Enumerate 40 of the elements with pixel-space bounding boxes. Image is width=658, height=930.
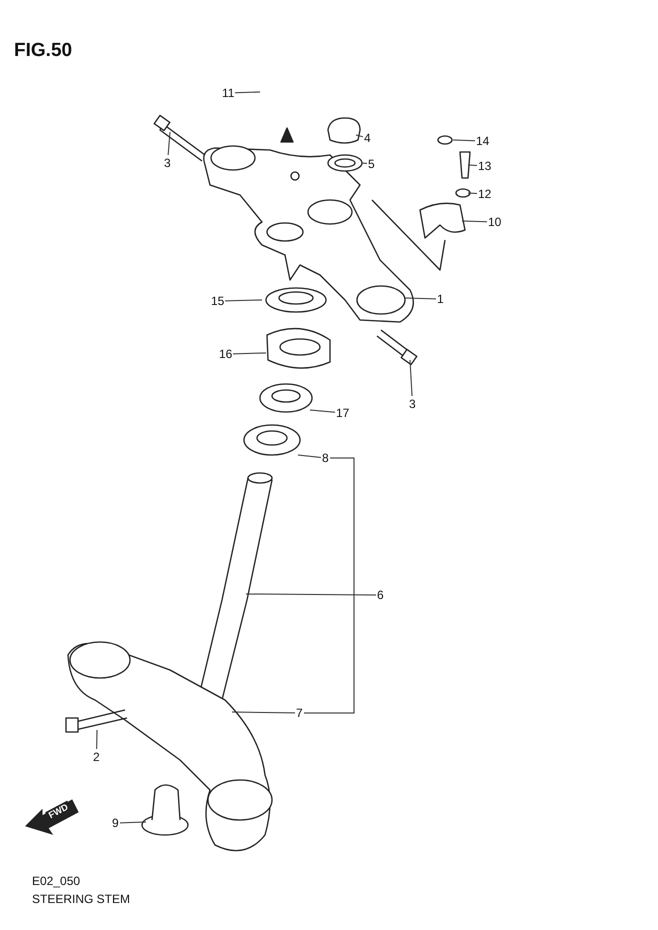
diagram-caption: STEERING STEM — [32, 892, 130, 906]
callout-number: 11 — [222, 86, 234, 100]
leader-line — [232, 352, 266, 354]
callout-number: 2 — [93, 750, 100, 764]
callout-number: 9 — [112, 816, 119, 830]
callout-number: 4 — [364, 131, 371, 145]
drawing-code: E02_050 — [32, 874, 80, 888]
leader-line — [404, 298, 436, 300]
leader-line — [362, 162, 368, 164]
callout-number: 3 — [409, 397, 416, 411]
leader-line — [410, 360, 413, 396]
leader-line — [452, 140, 476, 142]
leader-line — [462, 220, 488, 222]
callout-number: 8 — [322, 451, 329, 465]
leader-line — [246, 594, 376, 596]
callout-number: 6 — [377, 588, 384, 602]
figure-title: FIG.50 — [14, 40, 72, 62]
callout-number: 1 — [437, 292, 444, 306]
leader-line — [298, 454, 322, 458]
callout-number: 16 — [219, 347, 232, 361]
leader-line — [96, 730, 98, 750]
leader-line — [356, 134, 364, 138]
callout-number: 17 — [336, 406, 350, 420]
callout-number: 13 — [478, 159, 492, 173]
callout-number: 15 — [211, 294, 224, 308]
callout-number: 5 — [368, 157, 375, 171]
leader-line — [468, 192, 478, 194]
leader-line — [232, 712, 296, 714]
callout-number: 14 — [476, 134, 490, 148]
bracket-line — [304, 458, 354, 714]
callout-number: 10 — [488, 215, 502, 229]
leader-line — [310, 410, 336, 413]
callout-number: 12 — [478, 187, 492, 201]
leader-line — [120, 822, 146, 824]
callout-number: 7 — [296, 706, 303, 720]
leader-line — [234, 92, 260, 94]
leader-line — [224, 300, 262, 302]
callout-number: 3 — [164, 156, 171, 170]
leader-line — [168, 132, 170, 156]
leader-line — [468, 164, 478, 166]
